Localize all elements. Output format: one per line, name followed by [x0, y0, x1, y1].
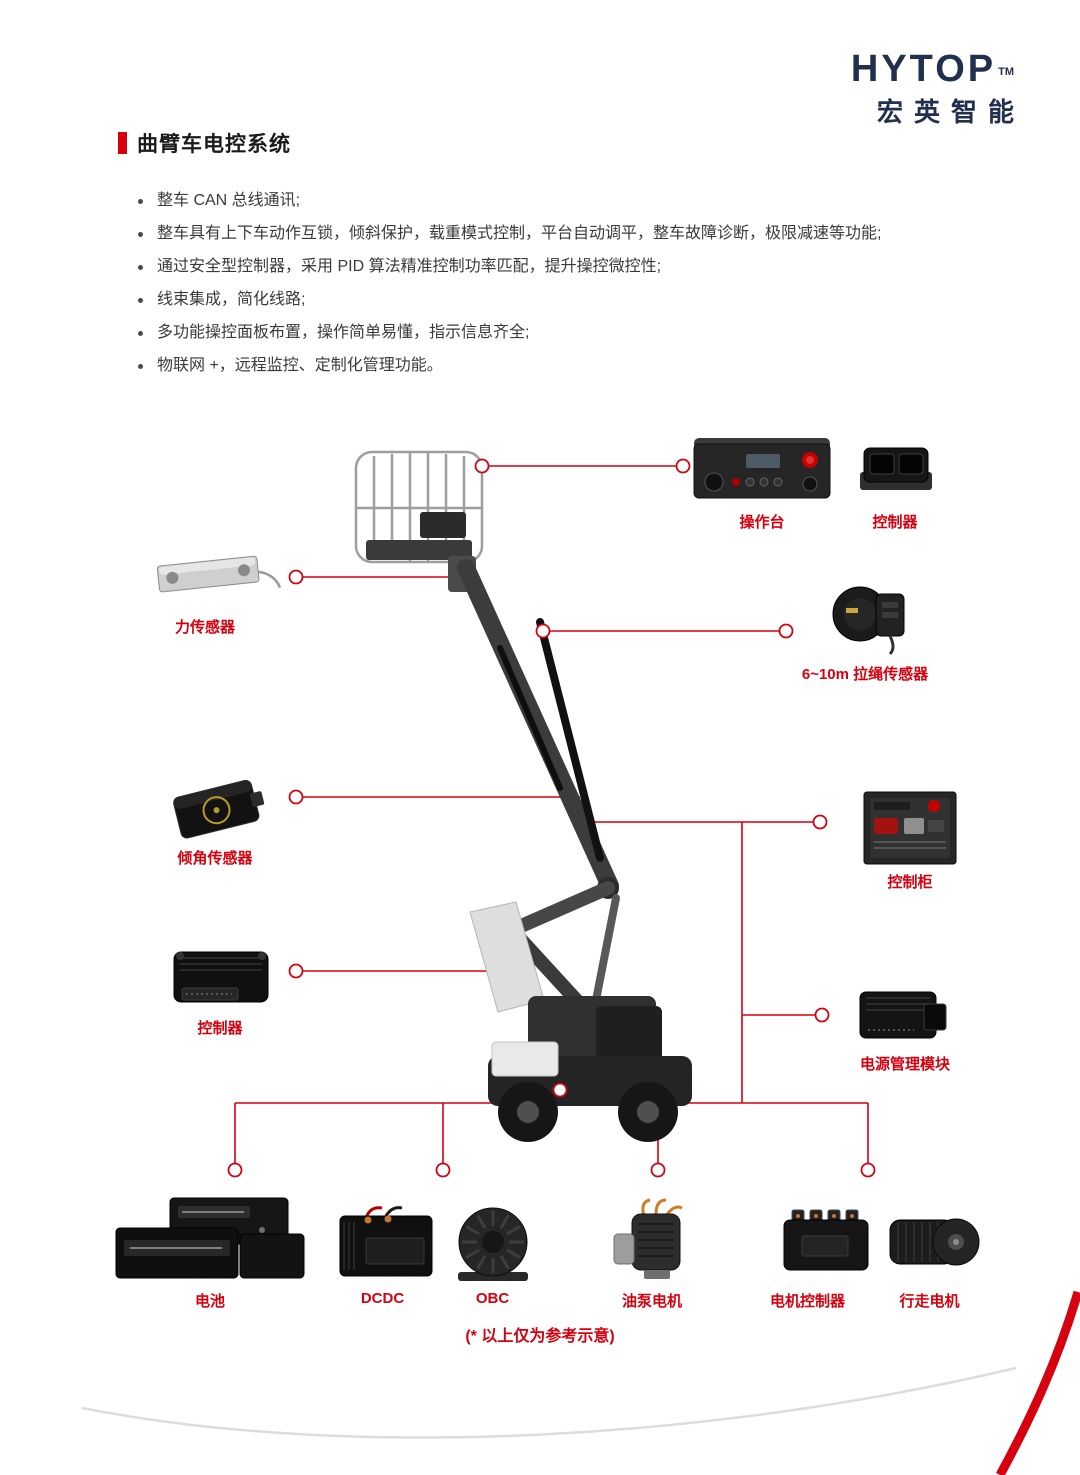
page-title: 曲臂车电控系统 — [137, 133, 291, 156]
feature-item: 线束集成，简化线路; — [138, 289, 1048, 311]
decor-curves — [81, 1290, 1080, 1475]
travel-motor-image — [880, 1198, 984, 1282]
bullet-dot — [138, 364, 143, 369]
label-rope-sensor: 6~10m 拉绳传感器 — [801, 666, 929, 683]
red-swoosh — [996, 1290, 1080, 1475]
feature-text: 物联网 +，远程监控、定制化管理功能。 — [157, 357, 443, 374]
feature-text: 整车具有上下车动作互锁，倾斜保护，载重模式控制，平台自动调平，整车故障诊断，极限… — [157, 225, 882, 242]
feature-text: 多功能操控面板布置，操作简单易懂，指示信息齐全; — [157, 324, 530, 341]
bullet-dot — [138, 232, 143, 237]
trademark-mark: TM — [998, 65, 1014, 78]
callout-nodes — [227, 458, 876, 1178]
control-cabinet-image — [858, 788, 962, 868]
feature-text: 通过安全型控制器，采用 PID 算法精准控制功率匹配，提升操控微控性; — [157, 258, 662, 275]
bullet-dot — [138, 298, 143, 303]
bullet-dot — [138, 265, 143, 270]
feature-item: 物联网 +，远程监控、定制化管理功能。 — [138, 355, 1048, 377]
brand-subtitle: 宏英智能 — [876, 97, 1025, 127]
feature-text: 整车 CAN 总线通讯; — [157, 192, 301, 209]
feature-item: 通过安全型控制器，采用 PID 算法精准控制功率匹配，提升操控微控性; — [138, 256, 1048, 278]
label-tilt-sensor: 倾角传感器 — [177, 850, 253, 867]
force-sensor-image — [148, 534, 288, 610]
brand-name: HYTOP — [850, 48, 997, 90]
label-force-sensor: 力传感器 — [174, 619, 235, 636]
controller-left-image — [166, 932, 276, 1014]
feature-list: 整车 CAN 总线通讯; 整车具有上下车动作互锁，倾斜保护，载重模式控制，平台自… — [138, 190, 1048, 388]
battery-image — [112, 1192, 308, 1284]
label-controller-top: 控制器 — [872, 514, 918, 531]
dcdc-image — [330, 1200, 442, 1286]
label-motor-controller: 电机控制器 — [769, 1293, 845, 1310]
title-accent-bar — [118, 132, 127, 154]
wheels — [498, 1082, 678, 1142]
label-obc: OBC — [475, 1290, 510, 1307]
power-module-image — [854, 978, 954, 1052]
label-battery: 电池 — [194, 1293, 225, 1310]
label-travel-motor: 行走电机 — [899, 1293, 960, 1310]
feature-item: 多功能操控面板布置，操作简单易懂，指示信息齐全; — [138, 322, 1048, 344]
rope-sensor-image — [824, 578, 916, 658]
tilt-sensor-image — [162, 762, 272, 846]
section-title: 曲臂车电控系统 — [118, 128, 291, 158]
bullet-dot — [138, 199, 143, 204]
bullet-dot — [138, 331, 143, 336]
gray-swoosh — [81, 1366, 1017, 1439]
label-dcdc: DCDC — [360, 1290, 405, 1307]
label-console: 操作台 — [739, 514, 785, 531]
feature-item: 整车 CAN 总线通讯; — [138, 190, 1048, 212]
pump-motor-image — [600, 1194, 704, 1286]
motor-controller-image — [778, 1202, 874, 1282]
console-image — [688, 430, 836, 510]
label-power-module: 电源管理模块 — [859, 1056, 950, 1073]
label-pump-motor: 油泵电机 — [621, 1293, 682, 1310]
feature-item: 整车具有上下车动作互锁，倾斜保护，载重模式控制，平台自动调平，整车故障诊断，极限… — [138, 223, 1048, 245]
controller-top-image — [854, 434, 938, 504]
boom-lift-illustration — [354, 450, 692, 1142]
obc-image — [446, 1202, 540, 1286]
label-controller-left: 控制器 — [197, 1020, 243, 1037]
feature-text: 线束集成，简化线路; — [157, 291, 306, 308]
label-control-cabinet: 控制柜 — [887, 874, 933, 891]
reference-note: (* 以上仅为参考示意) — [465, 1328, 615, 1345]
